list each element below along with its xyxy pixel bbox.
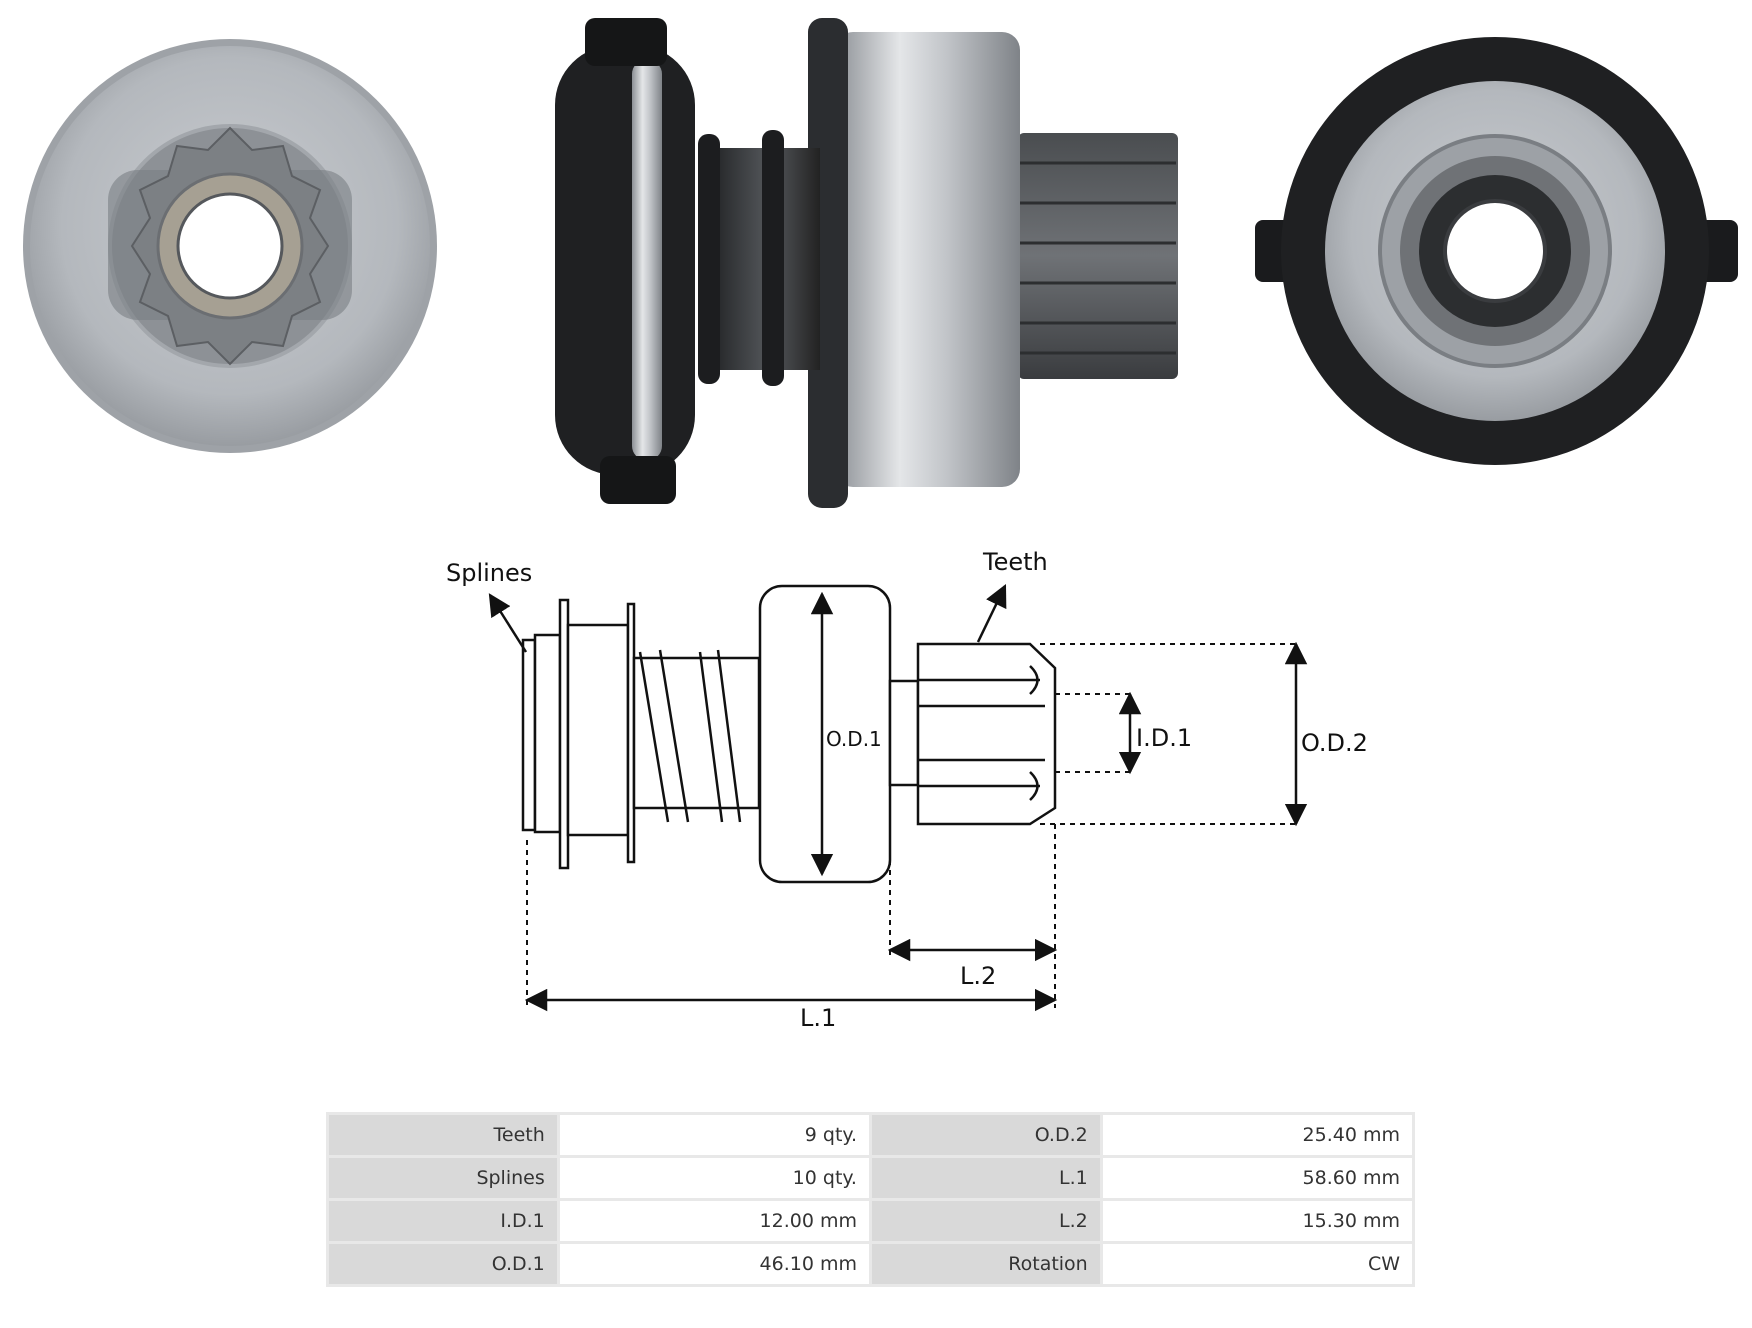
l1-label: L.1 <box>800 1004 836 1032</box>
table-row: I.D.1 12.00 mm L.2 15.30 mm <box>329 1201 1412 1241</box>
spec-label-id1: I.D.1 <box>329 1201 557 1241</box>
spec-label-splines: Splines <box>329 1158 557 1198</box>
front-view-photo <box>23 39 437 453</box>
splines-label: Splines <box>446 559 532 587</box>
spec-label-teeth: Teeth <box>329 1115 557 1155</box>
spec-value-splines: 10 qty. <box>559 1158 869 1198</box>
spec-value-teeth: 9 qty. <box>559 1115 869 1155</box>
spec-label-l1: L.1 <box>871 1158 1100 1198</box>
spec-value-rotation: CW <box>1102 1244 1412 1284</box>
table-row: Splines 10 qty. L.1 58.60 mm <box>329 1158 1412 1198</box>
spec-value-od1: 46.10 mm <box>559 1244 869 1284</box>
id1-label: I.D.1 <box>1136 724 1192 752</box>
spec-value-l1: 58.60 mm <box>1102 1158 1412 1198</box>
table-row: Teeth 9 qty. O.D.2 25.40 mm <box>329 1115 1412 1155</box>
specifications-table: Teeth 9 qty. O.D.2 25.40 mm Splines 10 q… <box>326 1112 1415 1287</box>
teeth-label: Teeth <box>982 548 1048 576</box>
spec-label-od1: O.D.1 <box>329 1244 557 1284</box>
spec-label-od2: O.D.2 <box>871 1115 1100 1155</box>
spec-label-rotation: Rotation <box>871 1244 1100 1284</box>
spec-label-l2: L.2 <box>871 1201 1100 1241</box>
od1-label: O.D.1 <box>826 727 882 751</box>
table-row: O.D.1 46.10 mm Rotation CW <box>329 1244 1412 1284</box>
side-view-photo <box>555 18 1178 508</box>
spec-value-id1: 12.00 mm <box>559 1201 869 1241</box>
od2-label: O.D.2 <box>1301 729 1368 757</box>
rear-view-photo <box>1255 37 1738 465</box>
spec-value-l2: 15.30 mm <box>1102 1201 1412 1241</box>
l2-label: L.2 <box>960 962 996 990</box>
spec-value-od2: 25.40 mm <box>1102 1115 1412 1155</box>
dimension-diagram <box>488 583 1308 1012</box>
